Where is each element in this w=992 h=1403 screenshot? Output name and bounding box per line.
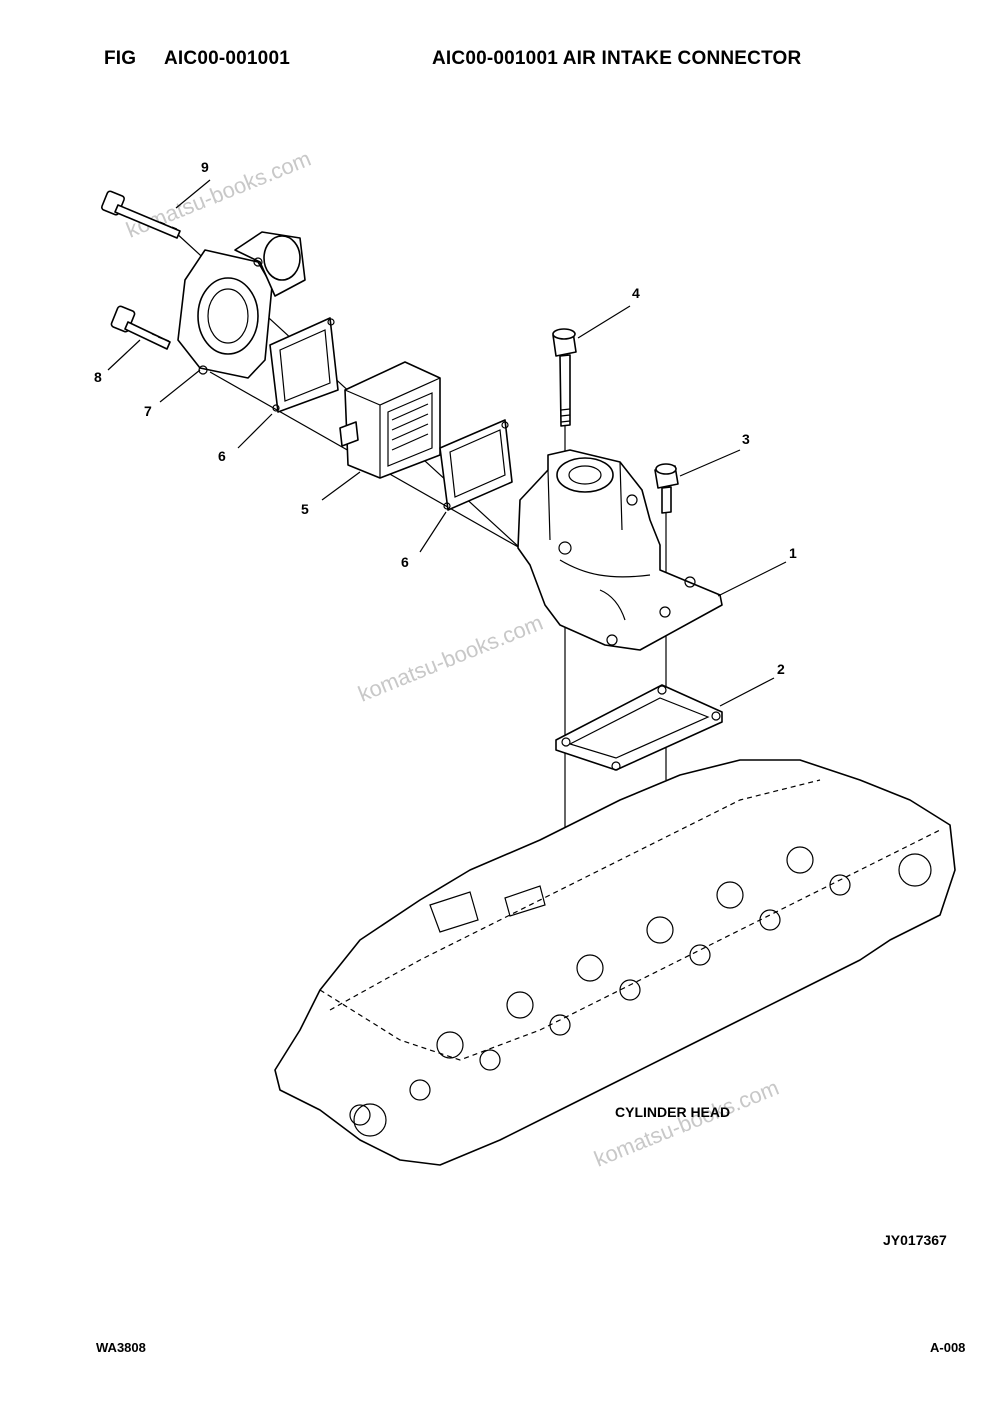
cylinder-head xyxy=(274,759,956,1166)
watermark-1: komatsu-books.com xyxy=(123,146,315,243)
reference-code: JY017367 xyxy=(883,1232,947,1248)
callout-5: 5 xyxy=(301,501,309,517)
page-title: AIC00-001001 AIR INTAKE CONNECTOR xyxy=(432,48,802,69)
callout-6-lower: 6 xyxy=(401,554,409,570)
bolt-upper xyxy=(101,190,181,239)
footer-left: WA3808 xyxy=(96,1340,146,1355)
gasket-connector xyxy=(555,684,723,771)
watermark-3: komatsu-books.com xyxy=(591,1075,783,1172)
callout-2: 2 xyxy=(777,661,785,677)
callout-7: 7 xyxy=(144,403,152,419)
watermark-2: komatsu-books.com xyxy=(355,610,547,707)
callout-4: 4 xyxy=(632,285,640,301)
gasket-lower xyxy=(439,419,513,511)
gasket-upper xyxy=(269,317,339,413)
callout-1: 1 xyxy=(789,545,797,561)
callout-9: 9 xyxy=(201,159,209,175)
fig-code: AIC00-001001 xyxy=(164,48,290,69)
callout-leaders xyxy=(107,179,787,707)
footer-right: A-008 xyxy=(930,1340,966,1355)
air-intake-connector xyxy=(517,449,723,651)
bolt-lower xyxy=(110,305,171,350)
fig-label: FIG xyxy=(104,48,137,69)
callout-6-upper: 6 xyxy=(218,448,226,464)
cylinder-head-label: CYLINDER HEAD xyxy=(615,1104,730,1120)
callout-3: 3 xyxy=(742,431,750,447)
intake-elbow xyxy=(177,231,306,379)
bolt-long xyxy=(552,328,577,427)
callout-8: 8 xyxy=(94,369,102,385)
intake-heater xyxy=(339,361,441,479)
bolt-short xyxy=(654,463,679,514)
